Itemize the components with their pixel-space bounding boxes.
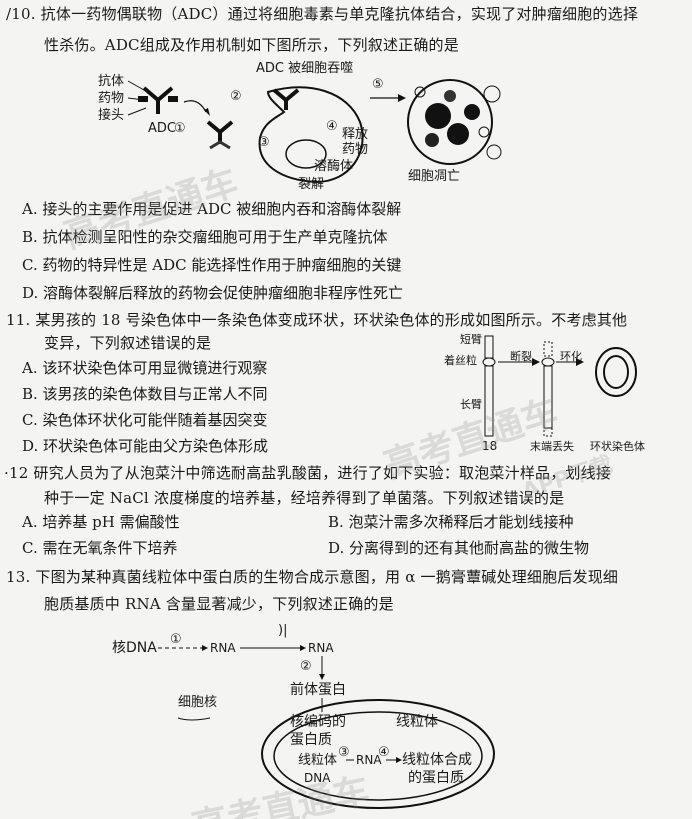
receptor-adc-icon xyxy=(206,120,234,150)
q10-option-c[interactable]: C. 药物的特异性是 ADC 能选择性作用于肿瘤细胞的关键 xyxy=(22,256,402,274)
apoptotic-cell-icon xyxy=(407,79,502,165)
q11-fig-end-loss: 末端丢失 xyxy=(530,439,574,453)
q13-stem-line2: 胞质基质中 RNA 含量显著减少，下列叙述正确的是 xyxy=(44,595,394,613)
mitochondrion-outer-shape xyxy=(261,699,495,809)
q13-stem-line1: 13. 下图为某种真菌线粒体中蛋白质的生物合成示意图，用 α 一鹅膏蕈碱处理细胞… xyxy=(6,568,619,586)
q10-fig-adc-label: ADC xyxy=(148,121,176,136)
q10-fig-rupture: 裂解 xyxy=(298,177,324,192)
q10-option-b[interactable]: B. 抗体检测呈阳性的杂交瘤细胞可用于生产单克隆抗体 xyxy=(22,228,388,246)
broken-chromosome-shape xyxy=(541,341,555,437)
nuclear-pore-icon: )| xyxy=(278,623,287,638)
q13-fig-rna2: RNA xyxy=(308,641,334,655)
cell-membrane-shape xyxy=(258,86,364,184)
q13-fig-mito: 线粒体 xyxy=(396,714,438,730)
q13-mito-figure: 核DNA ① RNA )| RNA ② 前体蛋白 细胞核 线粒体 核编码的 蛋白… xyxy=(112,623,495,809)
engulfed-adc-icon xyxy=(272,88,300,110)
q13-fig-rna1: RNA xyxy=(210,641,236,655)
q11-stem-line2: 变异，下列叙述错误的是 xyxy=(44,334,212,352)
q10-fig-n4: ④ xyxy=(326,119,338,134)
q10-fig-linker-label: 接头 xyxy=(98,107,124,123)
q13-fig-nucleus: 细胞核 xyxy=(178,695,217,710)
q13-fig-n2: ② xyxy=(300,659,312,674)
q10-adc-figure: 抗体 药物 接头 ADC ① ② ADC 被细胞吞噬 ③ ④ 释放 药物 xyxy=(98,61,502,192)
q11-fig-num: 18 xyxy=(482,439,497,453)
q13-fig-n1: ① xyxy=(170,632,182,647)
q10-fig-lysosome: 溶酶体 xyxy=(314,158,353,174)
q13-fig-mito-dna2: DNA xyxy=(304,771,331,785)
q13-fig-n4: ④ xyxy=(378,745,390,760)
q11-option-a[interactable]: A. 该环状染色体可用显微镜进行观察 xyxy=(22,359,268,377)
q11-fig-break: 断裂 xyxy=(510,349,532,363)
q12-stem-line1: ·12 研究人员为了从泡菜汁中筛选耐高盐乳酸菌，进行了如下实验：取泡菜汁样品，划… xyxy=(4,464,612,482)
lysosome-shape xyxy=(285,139,327,169)
q12-option-d[interactable]: D. 分离得到的还有其他耐高盐的微生物 xyxy=(328,539,590,557)
q10-stem-line2: 性杀伤。ADC组成及作用机制如下图所示，下列叙述正确的是 xyxy=(44,36,459,54)
q10-fig-n5: ⑤ xyxy=(372,77,384,92)
q13-fig-mito-dna1: 线粒体 xyxy=(298,753,337,768)
q11-fig-centromere: 着丝粒 xyxy=(444,353,477,367)
ring-chromosome-icon xyxy=(595,347,637,397)
q10-option-a[interactable]: A. 接头的主要作用是促进 ADC 被细胞内吞和溶酶体裂解 xyxy=(22,200,402,218)
q10-fig-release2: 药物 xyxy=(342,142,368,157)
q10-fig-n1: ① xyxy=(174,121,186,136)
q11-option-b[interactable]: B. 该男孩的染色体数目与正常人不同 xyxy=(22,385,268,403)
q10-stem-line1: /10. 抗体一药物偶联物（ADC）通过将细胞毒素与单克隆抗体结合，实现了对肿瘤… xyxy=(6,5,639,23)
q13-fig-nuc-encoded2: 蛋白质 xyxy=(290,732,332,748)
q13-fig-mito-syn1: 线粒体合成 xyxy=(402,752,472,768)
q13-fig-precursor: 前体蛋白 xyxy=(290,681,346,698)
q11-stem-line1: 11. 某男孩的 18 号染色体中一条染色体变成环状，环状染色体的形成如图所示。… xyxy=(6,311,628,329)
q11-fig-short-arm: 短臂 xyxy=(460,332,482,346)
adc-molecule-icon xyxy=(138,86,178,114)
q10-fig-n3: ③ xyxy=(258,135,270,150)
q12-stem-line2: 种于一定 NaCl 浓度梯度的培养基，经培养得到了单菌落。下列叙述错误的是 xyxy=(44,489,565,507)
q10-fig-n2: ② xyxy=(230,89,242,104)
q13-fig-n3: ③ xyxy=(338,745,350,760)
q12-option-a[interactable]: A. 培养基 pH 需偏酸性 xyxy=(22,513,180,531)
q10-fig-antibody-label: 抗体 xyxy=(98,74,124,89)
q12-option-b[interactable]: B. 泡菜汁需多次稀释后才能划线接种 xyxy=(328,513,574,531)
q12-option-c[interactable]: C. 需在无氧条件下培养 xyxy=(22,539,178,557)
q10-fig-engulfed-label: ADC 被细胞吞噬 xyxy=(256,61,353,76)
q11-option-d[interactable]: D. 环状染色体可能由父方染色体形成 xyxy=(22,437,269,455)
q13-fig-mito-syn2: 的蛋白质 xyxy=(408,770,464,786)
q13-fig-nuc-encoded1: 核编码的 xyxy=(290,714,346,730)
q10-option-d[interactable]: D. 溶酶体裂解后释放的药物会促使肿瘤细胞非程序性死亡 xyxy=(22,284,404,302)
mitochondrion-inner-shape xyxy=(273,711,483,801)
q11-fig-ring: 环化 xyxy=(560,349,582,363)
q11-chromosome-figure: 短臂 着丝粒 长臂 18 断裂 末端丢失 环化 环状染色体 xyxy=(444,332,645,453)
q10-fig-drug-label: 药物 xyxy=(98,91,124,106)
q13-fig-rna3: RNA xyxy=(356,753,382,767)
q10-fig-death-label: 细胞凋亡 xyxy=(408,169,460,184)
q11-fig-ring-chrom: 环状染色体 xyxy=(590,439,645,453)
q13-fig-nuc-dna: 核DNA xyxy=(112,640,157,656)
q11-option-c[interactable]: C. 染色体环状化可能伴随着基因突变 xyxy=(22,411,268,429)
q11-fig-long-arm: 长臂 xyxy=(460,398,482,411)
chromosome-18-shape xyxy=(482,335,496,437)
q10-fig-release1: 释放 xyxy=(342,127,368,142)
